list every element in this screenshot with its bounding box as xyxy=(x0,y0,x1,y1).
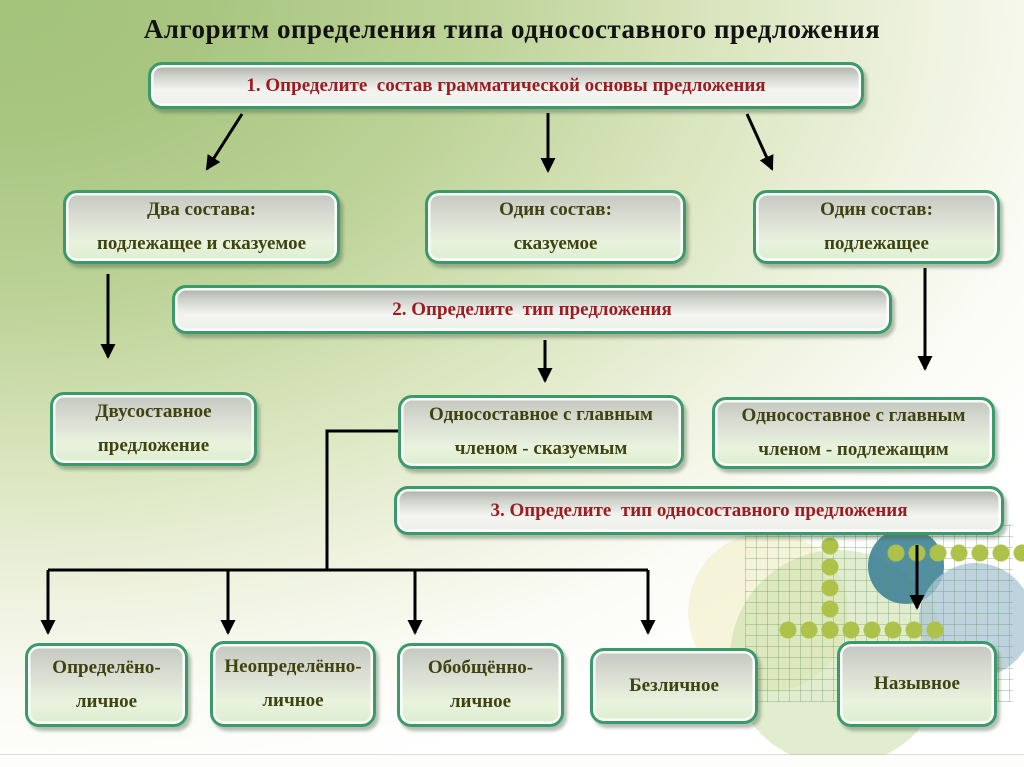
type-definite-personal: Определёно- личное xyxy=(25,643,188,727)
box-one-part-predicate: Один состав: сказуемое xyxy=(425,190,686,264)
step2-box: 2. Определите тип предложения xyxy=(172,285,892,334)
slide-edge-line xyxy=(0,754,1024,755)
step3-label: 3. Определите тип односоставного предлож… xyxy=(490,499,908,521)
box-line: членом - подлежащим xyxy=(758,439,949,460)
box-line: подлежащее xyxy=(824,233,929,254)
decor-dots-column xyxy=(820,536,840,641)
box-line: Односоставное с главным xyxy=(741,405,966,426)
box-line: Обобщённо- xyxy=(427,657,534,678)
slide-edge-bottom xyxy=(0,755,1024,767)
box-line: Назывное xyxy=(874,673,960,694)
decor-dots-row-upper xyxy=(886,543,1024,563)
box-line: личное xyxy=(262,690,324,711)
box-line: Безличное xyxy=(629,675,719,696)
slide-title: Алгоритм определения типа односоставного… xyxy=(143,14,881,44)
box-line: членом - сказуемым xyxy=(454,438,628,459)
box-one-part-subject: Один состав: подлежащее xyxy=(753,190,1000,264)
box-line: сказуемое xyxy=(513,233,598,254)
box-line: личное xyxy=(75,691,138,712)
box-line: Неопределённо- xyxy=(224,656,362,677)
box-line: Односоставное с главным xyxy=(429,404,653,425)
box-line: предложение xyxy=(97,435,210,456)
decor-dots-row-lower xyxy=(778,620,946,640)
box-line: личное xyxy=(449,691,512,712)
step1-label: 1. Определите состав грамматической осно… xyxy=(246,74,766,96)
box-one-part-with-predicate: Односоставное с главным членом - сказуем… xyxy=(398,395,684,469)
box-line: Два состава: xyxy=(146,199,257,220)
box-line: Двусоставное xyxy=(95,401,212,422)
type-nominative: Назывное xyxy=(837,641,997,727)
step3-box: 3. Определите тип односоставного предлож… xyxy=(394,486,1004,535)
type-generalized-personal: Обобщённо- личное xyxy=(397,643,564,727)
step1-box: 1. Определите состав грамматической осно… xyxy=(148,62,864,109)
box-line: подлежащее и сказуемое xyxy=(96,233,307,254)
step2-label: 2. Определите тип предложения xyxy=(392,298,672,320)
box-two-part-sentence: Двусоставное предложение xyxy=(50,392,257,466)
box-one-part-with-subject: Односоставное с главным членом - подлежа… xyxy=(712,397,995,469)
type-indefinite-personal: Неопределённо- личное xyxy=(210,641,376,727)
type-impersonal: Безличное xyxy=(590,648,758,724)
box-two-parts: Два состава: подлежащее и сказуемое xyxy=(63,190,340,264)
box-line: Один состав: xyxy=(499,199,612,220)
box-line: Определёно- xyxy=(52,657,161,678)
box-line: Один состав: xyxy=(820,199,933,220)
